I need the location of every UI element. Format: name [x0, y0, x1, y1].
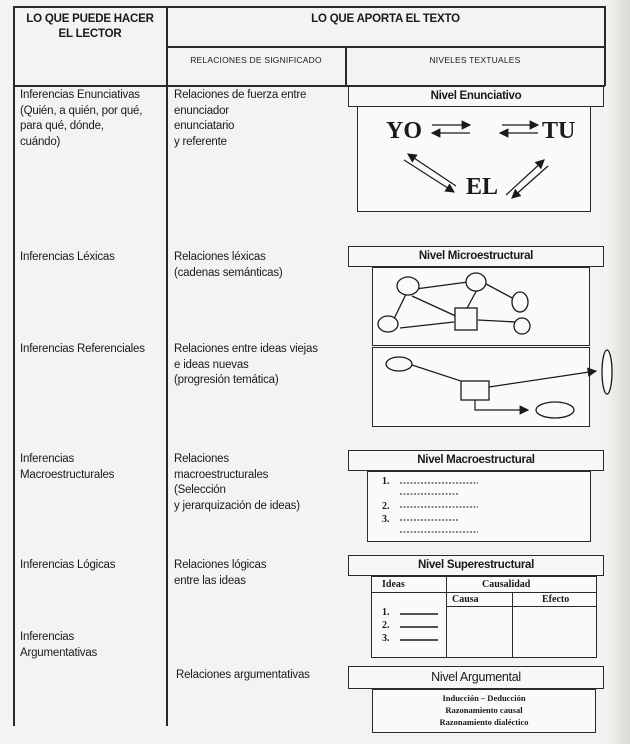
relaciones-line: (cadenas semánticas): [174, 266, 283, 279]
nivel-microestructural-title: Nivel Microestructural: [348, 246, 604, 267]
argumental-box: [372, 689, 596, 733]
relaciones-line: entre las ideas: [174, 574, 246, 587]
relaciones-line: y referente: [174, 135, 227, 148]
subheader-niveles: NIVELES TEXTUALES: [429, 55, 521, 65]
subheader-divider: [166, 46, 605, 48]
table-left-border: [13, 6, 15, 726]
yo-label: YO: [386, 118, 422, 144]
relaciones-line: y jerarquización de ideas): [174, 499, 300, 512]
el-label: EL: [466, 174, 499, 200]
super-col-causa: Causa: [452, 594, 479, 605]
super-item-1: 1.: [382, 607, 390, 618]
macro-item-2: 2.: [382, 501, 390, 512]
nivel-argumental-title: Nivel Argumental: [348, 666, 604, 689]
super-row-divider-1: [372, 592, 596, 594]
nivel-macroestructural-title: Nivel Macroestructural: [348, 450, 604, 471]
relaciones-logicas: Relaciones lógicas entre las ideas: [174, 558, 266, 589]
relaciones-line: enunciador: [174, 104, 229, 117]
header-lector-line-2: EL LECTOR: [58, 28, 122, 40]
lector-line: Inferencias Referenciales: [20, 343, 145, 355]
microestructural-diagram-lexico: [372, 267, 590, 346]
argumental-lines: Inducción – Deducción Razonamiento causa…: [373, 692, 595, 728]
super-col-divider-2: [512, 593, 514, 657]
relaciones-macroestructurales: Relaciones macroestructurales (Selección…: [174, 452, 300, 514]
relaciones-line: Relaciones: [174, 453, 229, 465]
relaciones-argumentativas: Relaciones argumentativas: [176, 668, 310, 684]
lector-line: Inferencias Lógicas: [20, 559, 116, 571]
relaciones-line: (progresión temática): [174, 374, 279, 386]
argumental-line-1: Inducción – Deducción: [442, 693, 526, 703]
microestructural-diagram-progresion: [372, 347, 590, 427]
super-col-divider-1: [446, 577, 448, 657]
header-bottom-border: [13, 85, 605, 87]
relaciones-line: Relaciones lógicas: [174, 559, 267, 571]
lector-line: cuándo): [20, 135, 61, 148]
header-lector: LO QUE PUEDE HACER EL LECTOR: [14, 12, 166, 42]
nivel-enunciativo-diagram: [357, 106, 591, 212]
lector-lexicas: Inferencias Léxicas: [20, 250, 115, 266]
super-item-3: 3.: [382, 633, 390, 644]
lector-argumentativas: Inferencias Argumentativas: [20, 630, 97, 661]
relaciones-line: Relaciones de fuerza entre: [174, 89, 307, 101]
macro-item-1: 1.: [382, 476, 390, 487]
lector-line: para qué, dónde,: [20, 120, 104, 132]
super-col-ideas: Ideas: [382, 579, 405, 590]
lector-macroestructurales: Inferencias Macroestructurales: [20, 452, 114, 483]
relaciones-line: macroestructurales: [174, 468, 269, 481]
super-item-2: 2.: [382, 620, 390, 631]
table-top-border: [13, 6, 605, 8]
lector-logicas: Inferencias Lógicas: [20, 558, 115, 574]
lector-line: Inferencias Enunciativas: [20, 89, 140, 101]
lector-line: Inferencias: [20, 453, 75, 465]
lector-line: Argumentativas: [20, 646, 98, 659]
relaciones-line: Relaciones léxicas: [174, 251, 266, 263]
super-row-divider-2: [447, 606, 596, 608]
lector-line: Inferencias Léxicas: [20, 251, 115, 263]
relaciones-lexicas: Relaciones léxicas (cadenas semánticas): [174, 250, 283, 281]
nivel-superestructural-title: Nivel Superestructural: [348, 555, 604, 576]
lector-referenciales: Inferencias Referenciales: [20, 342, 145, 358]
macro-item-3: 3.: [382, 514, 390, 525]
header-lector-line-1: LO QUE PUEDE HACER: [26, 13, 154, 25]
lector-line: Macroestructurales: [20, 468, 115, 481]
relaciones-ideas: Relaciones entre ideas viejas e ideas nu…: [174, 342, 318, 389]
macroestructural-list-box: [367, 471, 591, 542]
column-divider-2: [345, 46, 347, 86]
header-texto: LO QUE APORTA EL TEXTO: [311, 13, 460, 25]
relaciones-line: Relaciones entre ideas viejas: [174, 343, 318, 355]
column-divider-1: [166, 6, 168, 726]
super-col-efecto: Efecto: [542, 594, 570, 605]
lector-line: Inferencias: [20, 631, 75, 643]
relaciones-line: e ideas nuevas: [174, 358, 249, 371]
tu-label: TU: [542, 118, 576, 144]
super-col-causalidad: Causalidad: [482, 579, 531, 590]
subheader-relaciones: RELACIONES DE SIGNIFICADO: [190, 55, 322, 65]
relaciones-line: Relaciones argumentativas: [176, 669, 310, 681]
lector-line: (Quién, a quién, por qué,: [20, 104, 143, 117]
nivel-enunciativo-title: Nivel Enunciativo: [348, 86, 604, 107]
superestructural-table: [371, 576, 597, 658]
argumental-line-3: Razonamiento dialéctico: [439, 717, 529, 727]
lector-enunciativas: Inferencias Enunciativas (Quién, a quién…: [20, 88, 164, 150]
relaciones-fuerza: Relaciones de fuerza entre enunciador en…: [174, 88, 306, 150]
scan-shadow: [606, 0, 630, 744]
relaciones-line: (Selección: [174, 484, 226, 496]
argumental-line-2: Razonamiento causal: [445, 705, 523, 715]
relaciones-line: enunciatario: [174, 120, 235, 132]
